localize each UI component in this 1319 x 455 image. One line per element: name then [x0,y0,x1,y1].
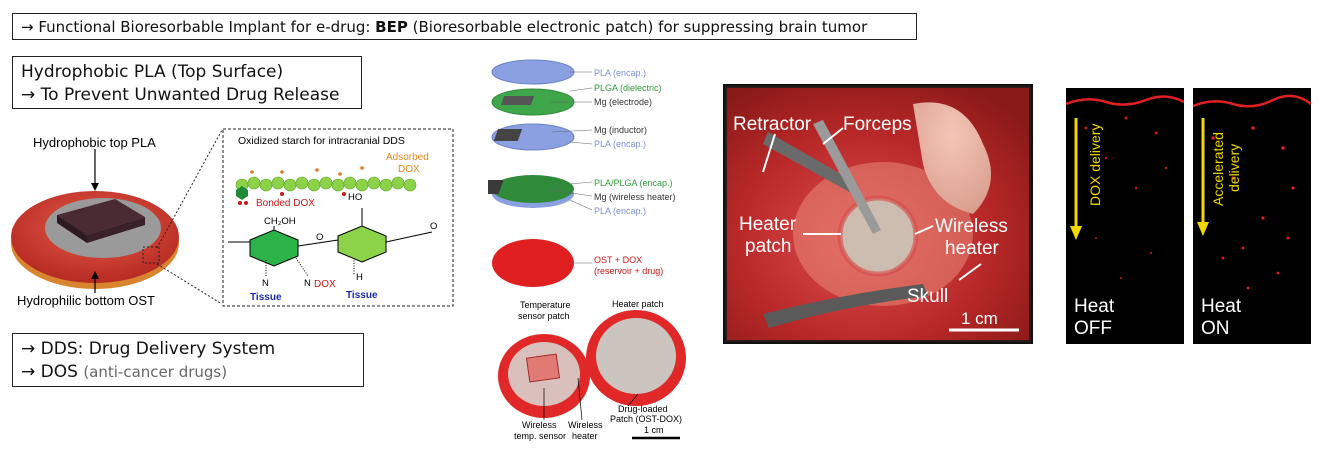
forceps [813,120,881,234]
n-label-1: N [262,278,269,289]
fluorescence-off: DOX delivery Heat OFF [1066,88,1184,344]
wireless-heater-label-2: heater [572,431,598,441]
dox-delivery-label: DOX delivery [1087,124,1103,206]
finger [913,102,991,214]
n-label-2: N [304,278,311,289]
layer-scale-label: 1 cm [644,425,664,435]
zoom-lines [156,129,223,305]
dds-box: → DDS: Drug Delivery System → DOS (anti-… [12,333,364,387]
dox-label: DOX [398,164,420,175]
temp-patch-label-2: sensor patch [518,311,570,321]
layer-label-3: Mg (inductor) [594,125,647,135]
tissue-label-2: Tissue [346,290,378,301]
bonded-dox-dots [238,192,346,205]
title-box: → Functional Bioresorbable Implant for e… [12,13,917,40]
pla-line1: Hydrophobic PLA (Top Surface) [21,62,284,82]
title-suffix: (Bioresorbable electronic patch) for sup… [407,18,868,36]
dds-line2: → DOS (anti-cancer drugs) [21,361,355,384]
assembled-label-0: PLA/PLGA (encap.) [594,178,673,188]
accelerated-label-1: Accelerated [1210,132,1226,206]
layer-label-1: PLGA (dielectric) [594,83,662,93]
assembled-label-1: Mg (wireless heater) [594,192,676,202]
wireless-heater-label-1: Wireless [568,420,603,430]
bottom-ost-label: Hydrophilic bottom OST [17,293,155,308]
temp-patch-label-1: Temperature [520,300,571,310]
wireless-heater-photo-label-2: heater [945,238,1000,259]
photo-scale-label: 1 cm [961,309,998,328]
pla-box: Hydrophobic PLA (Top Surface) → To Preve… [12,56,362,109]
drug-loaded-label-2: Patch (OST-DOX) [610,414,682,424]
layer-figure: PLA (encap.) PLGA (dielectric) Mg (elect… [488,59,686,441]
title-bold: BEP [375,18,408,36]
tissue-label-1: Tissue [250,292,282,303]
ho-label: HO [348,192,362,203]
heater-patch-label-2: patch [745,236,791,257]
dos-note: (anti-cancer drugs) [83,363,228,381]
ost-label-2: (reservoir + drug) [594,266,663,276]
assembled-label-2: PLA (encap.) [594,206,646,216]
heat-off-label-2: OFF [1074,318,1112,339]
surgery-photo: Retractor Forceps Heater patch Wireless … [723,84,1033,344]
zoom-box [142,246,160,264]
wireless-heater-photo-label-1: Wireless [935,216,1008,237]
dds-line1: → DDS: Drug Delivery System [21,339,276,359]
title-prefix: → Functional Bioresorbable Implant for e… [21,18,376,36]
retractor [763,132,858,194]
heat-off-label-1: Heat [1074,296,1115,317]
h-label: H [356,272,363,283]
forceps-label: Forceps [843,114,912,135]
wireless-temp-label-2: temp. sensor [514,431,566,441]
layer-label-4: PLA (encap.) [594,139,646,149]
layer-label-2: Mg (electrode) [594,97,652,107]
heat-on-label-2: ON [1201,318,1230,339]
bonded-dox-label: Bonded DOX [256,198,315,209]
fluorescence-on: Accelerated delivery Heat ON [1193,88,1311,344]
dos-main: → DOS [21,362,84,382]
dox-bonded-label: DOX [314,279,336,290]
chem-figure: Oxidized starch for intracranial DDS Ads… [222,128,454,307]
skull-label: Skull [907,286,948,307]
patch-illustration: Hydrophobic top PLA Hydrophilic bottom O… [11,135,179,308]
ost-label-1: OST + DOX [594,255,642,265]
adsorbed-dox-dots [250,166,364,176]
chem-title: Oxidized starch for intracranial DDS [238,135,405,147]
heater-patch-label: Heater patch [612,299,664,309]
bonded-dox-hex [236,186,248,200]
pla-line2: → To Prevent Unwanted Drug Release [21,85,340,105]
wireless-temp-label-1: Wireless [522,420,557,430]
layer-label-0: PLA (encap.) [594,68,646,78]
heater-patch-label-1: Heater [739,214,797,235]
heat-on-label-1: Heat [1201,296,1242,317]
o-label-2: O [430,221,437,232]
retractor-label: Retractor [733,114,812,135]
o-label-1: O [316,232,323,243]
ch2oh-label: CH₂OH [264,216,296,227]
top-pla-label: Hydrophobic top PLA [33,135,156,150]
drug-loaded-label-1: Drug-loaded [618,404,668,414]
accelerated-label-2: delivery [1226,144,1242,192]
adsorbed-label: Adsorbed [386,152,429,163]
